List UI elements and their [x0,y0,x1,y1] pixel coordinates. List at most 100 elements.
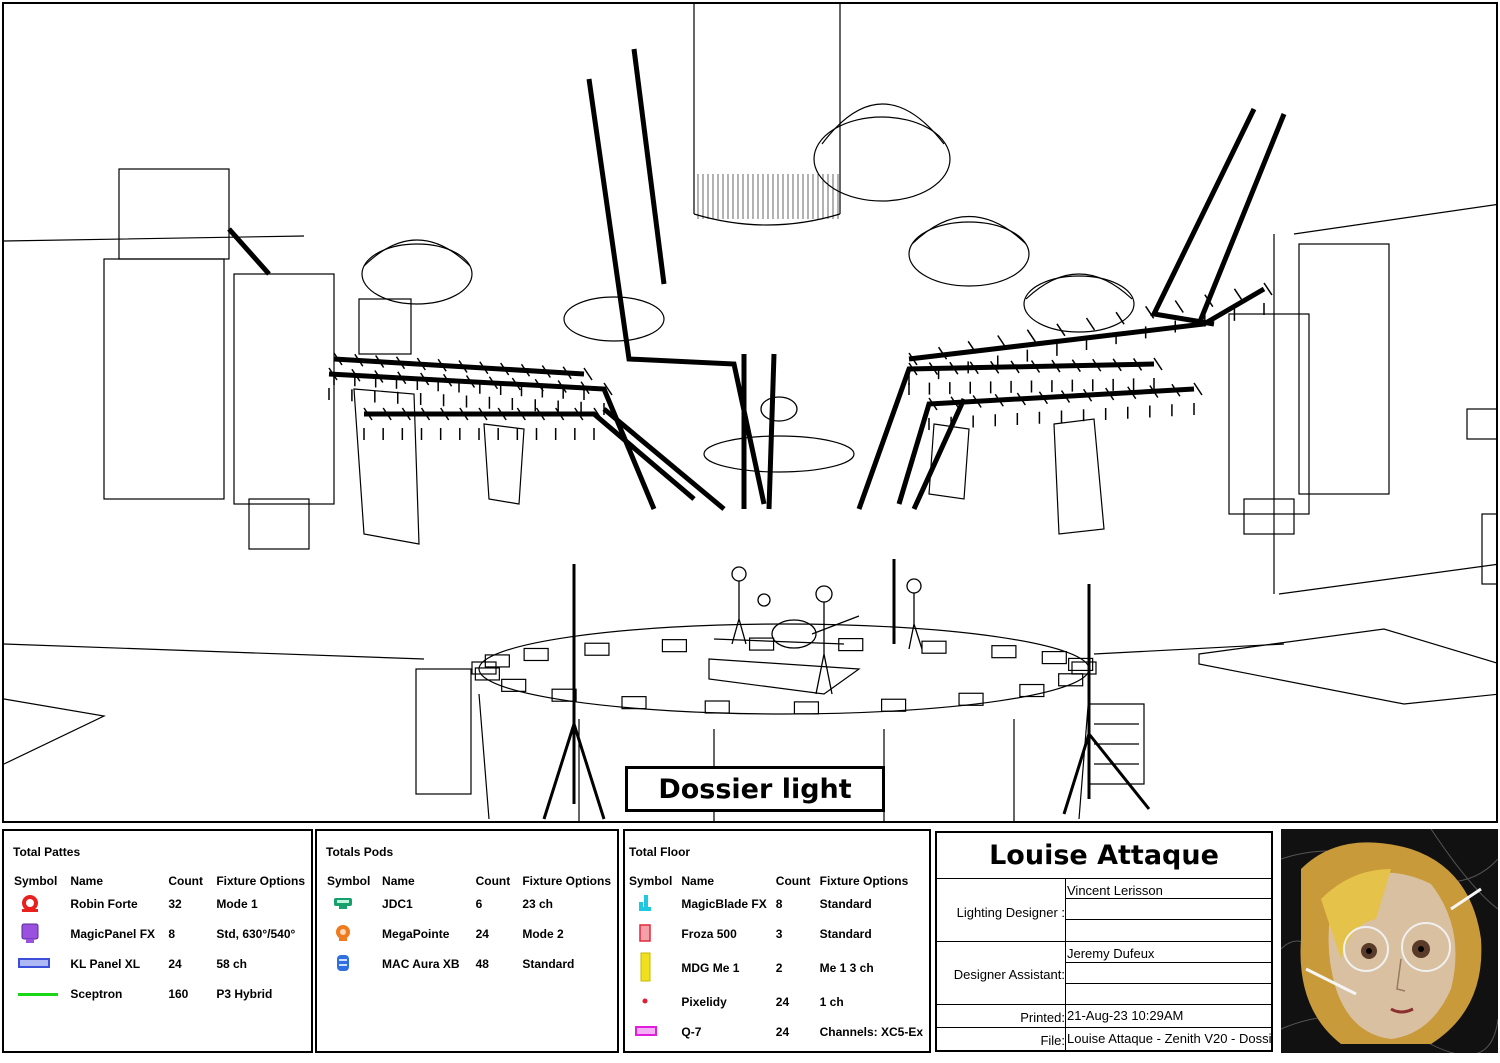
col-count: Count [475,874,511,888]
table-row: MegaPointe 24 Mode 2 [325,919,617,949]
fixture-options: Channels: XC5-Ex [819,1025,923,1039]
fixture-name: MagicBlade FX [681,897,767,911]
fixture-options: 58 ch [216,957,248,971]
fixture-options: Standard [819,897,872,911]
fixture-name: Pixelidy [681,995,727,1009]
table-row: Sceptron 160 P3 Hybrid [12,979,311,1009]
table-row: Q-7 24 Channels: XC5-Ex [627,1017,929,1047]
fixture-count: 8 [168,927,176,941]
table-row: MagicPanel FX 8 Std, 630°/540° [12,919,311,949]
table-row: Froza 500 3 Standard [627,919,929,949]
fixture-count: 24 [775,995,790,1009]
render-viewport: Dossier light [2,2,1498,823]
fixture-count: 24 [168,957,182,971]
megapointe-icon [336,924,350,941]
fixture-options: P3 Hybrid [216,987,273,1001]
robin-forte-icon [22,894,38,912]
legend-title: Total Pattes [13,845,81,859]
legend-total-floor: Total Floor Symbol Name Count Fixture Op… [623,829,931,1053]
fixture-name: JDC1 [382,897,413,911]
drawing-title: Dossier light [625,766,885,812]
table-row: KL Panel XL 24 58 ch [12,949,311,979]
title-block-row [937,1005,1271,1028]
kl-panel-xl-icon [18,957,50,968]
lighting-designer-label: Lighting Designer : [956,905,1065,920]
fixture-name: MagicPanel FX [70,927,156,941]
col-symbol: Symbol [629,874,673,888]
sceptron-icon [18,993,58,996]
legend-table: Symbol Name Count Fixture Options JDC1 6… [325,873,617,979]
legend-table: Symbol Name Count Fixture Options MagicB… [627,873,929,1047]
fixture-options: Me 1 3 ch [819,961,874,975]
fixture-count: 6 [475,897,483,911]
printed-date: 21-Aug-23 10:29AM [1067,1008,1184,1023]
title-block-row [1065,879,1271,899]
legend-title: Totals Pods [326,845,394,859]
lighting-designer-name: Vincent Lerisson [1067,883,1163,898]
fixture-count: 32 [168,897,182,911]
table-row: JDC1 6 23 ch [325,889,617,919]
fixture-name: Q-7 [681,1025,702,1039]
fixture-options: Standard [819,927,872,941]
fixture-options: Mode 1 [216,897,258,911]
assistant-label: Designer Assistant: [953,967,1065,982]
col-options: Fixture Options [216,874,305,888]
title-block-row [1065,942,1271,963]
fixture-count: 48 [475,957,489,971]
col-options: Fixture Options [522,874,611,888]
legend-totals-pods: Totals Pods Symbol Name Count Fixture Op… [315,829,619,1053]
file-name: Louise Attaque - Zenith V20 - Dossier li… [1067,1031,1271,1046]
title-block-row [1065,899,1271,920]
title-block-row [937,879,1271,942]
col-symbol: Symbol [14,874,58,888]
stage-wireframe-render [4,4,1496,821]
jdc1-icon [334,897,352,909]
fixture-name: KL Panel XL [70,957,141,971]
title-block-divider [1065,879,1066,1050]
fixture-options: Standard [522,957,575,971]
col-name: Name [70,874,104,888]
col-options: Fixture Options [819,874,909,888]
table-row: Robin Forte 32 Mode 1 [12,889,311,919]
fixture-count: 2 [775,961,783,975]
project-title: Louise Attaque [937,833,1271,879]
col-count: Count [775,874,811,888]
fixture-name: Froza 500 [681,927,737,941]
table-row: MagicBlade FX 8 Standard [627,889,929,919]
title-block-row [1065,963,1271,984]
legend-title: Total Floor [629,845,691,859]
fixture-options: Std, 630°/540° [216,927,296,941]
pixelidy-icon [642,998,648,1003]
fixture-count: 24 [475,927,489,941]
fixture-options: 1 ch [819,995,844,1009]
file-label: File: [1040,1033,1065,1048]
portrait-illustration [1281,829,1498,1053]
col-name: Name [382,874,415,888]
assistant-name: Jeremy Dufeux [1067,946,1155,961]
title-block: Louise Attaque Vincent Lerisson Lighting… [935,831,1273,1052]
printed-label: Printed: [1020,1010,1065,1025]
fixture-count: 3 [775,927,783,941]
magicblade-fx-icon [639,894,651,911]
fixture-options: 23 ch [522,897,554,911]
col-count: Count [168,874,203,888]
table-row: MAC Aura XB 48 Standard [325,949,617,979]
artist-portrait-image [1281,829,1498,1053]
table-row: Pixelidy 24 1 ch [627,987,929,1017]
fixture-name: Robin Forte [70,897,138,911]
fixture-options: Mode 2 [522,927,564,941]
mac-aura-xb-icon [337,954,349,971]
froza-500-icon [639,923,651,942]
q7-icon [635,1025,657,1036]
title-block-row [937,942,1271,1005]
mdg-me-1-icon [640,952,651,981]
col-symbol: Symbol [327,874,371,888]
fixture-name: MDG Me 1 [681,961,740,975]
fixture-count: 160 [168,987,189,1001]
legend-table: Symbol Name Count Fixture Options Robin … [12,873,311,1009]
fixture-count: 24 [775,1025,790,1039]
col-name: Name [681,874,715,888]
fixture-count: 8 [775,897,783,911]
fixture-name: Sceptron [70,987,123,1001]
fixture-name: MegaPointe [382,927,450,941]
